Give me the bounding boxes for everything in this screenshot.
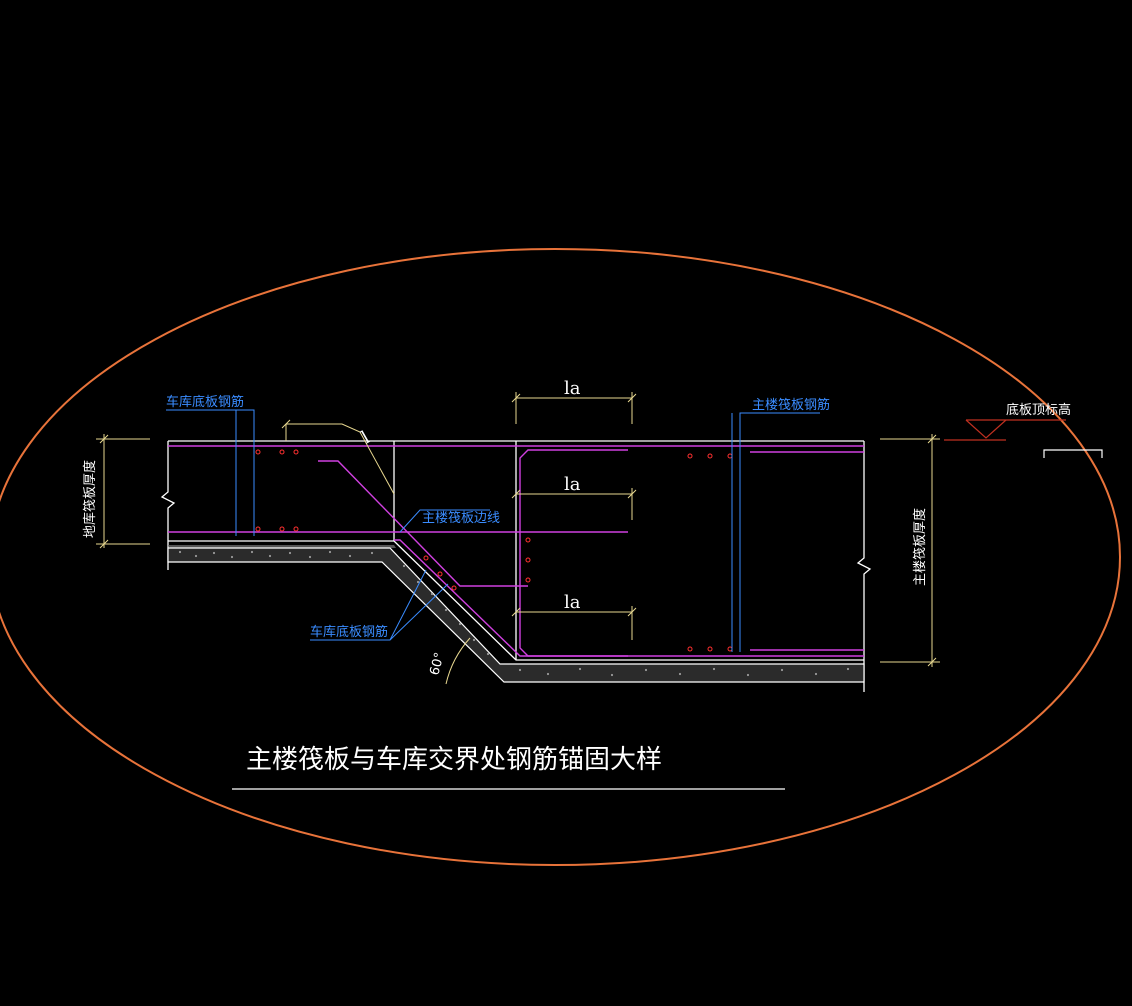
dimension-lines [96, 392, 940, 685]
label-slab-top-elevation: 底板顶标高 [1006, 402, 1071, 418]
blinding-hatch [178, 550, 850, 677]
label-main-raft-thickness: 主楼筏板厚度 [912, 508, 928, 586]
highlight-ellipse [0, 248, 1121, 866]
label-garage-rebar-bottom: 车库底板钢筋 [310, 624, 388, 640]
angle-label: 60° [427, 651, 447, 677]
drawing-title: 主楼筏板与车库交界处钢筋锚固大样 [246, 745, 662, 775]
label-garage-rebar-top: 车库底板钢筋 [166, 394, 244, 410]
blinding-layer [167, 545, 865, 683]
rebar-lines [168, 445, 864, 657]
rebar-dots [255, 449, 733, 652]
concrete-outline [160, 440, 872, 692]
dim-l: l [358, 427, 374, 448]
elevation-mark [944, 419, 1103, 458]
dim-la-mid: la [564, 474, 581, 495]
label-main-raft-edge: 主楼筏板边线 [422, 510, 500, 526]
dim-la-top: la [564, 378, 581, 399]
label-garage-raft-thickness: 地库筏板厚度 [82, 460, 98, 538]
leader-lines [166, 409, 820, 652]
dim-la-bottom: la [564, 592, 581, 613]
label-main-raft-rebar: 主楼筏板钢筋 [752, 397, 830, 413]
